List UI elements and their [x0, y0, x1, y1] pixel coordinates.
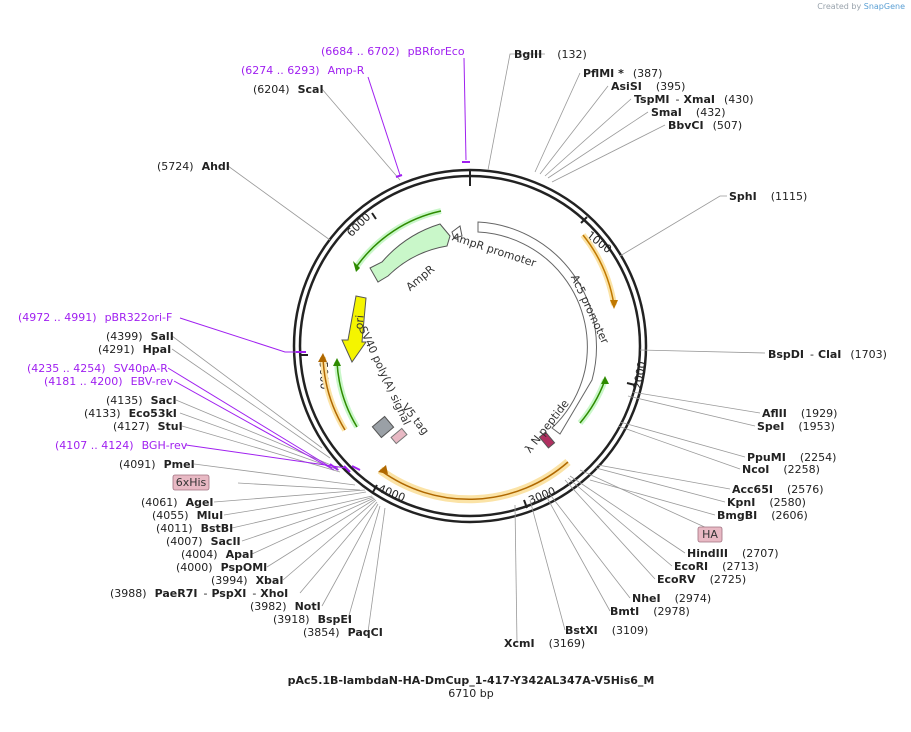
site-bstbi: (4011)BstBI: [156, 522, 233, 535]
tag-ha-label: HA: [702, 528, 718, 541]
primer-pbrforeco: (6684 .. 6702)pBRforEco: [321, 45, 465, 58]
site-nhei: NheI(2974): [632, 592, 711, 605]
site-agei: (4061)AgeI: [141, 496, 214, 509]
site-scai: (6204)ScaI: [253, 83, 324, 96]
primer-pbr322ori-f: (4972 .. 4991)pBR322ori-F: [18, 311, 172, 324]
site-noti: (3982)NotI: [250, 600, 321, 613]
site-eco53ki: (4133)Eco53kI: [84, 407, 177, 420]
site-leader-lines: [171, 53, 766, 644]
site-bglii: BglII(132): [514, 48, 587, 61]
tag-6xhis: 6xHis: [172, 474, 210, 491]
site-smai: SmaI(432): [651, 106, 726, 119]
site-hpai: (4291)HpaI: [98, 343, 171, 356]
snapgene-credit: Created by SnapGene: [817, 2, 905, 11]
site-kpni: KpnI(2580): [727, 496, 806, 509]
ori-arrow: [341, 295, 367, 364]
site-sphi: SphI(1115): [729, 190, 807, 203]
plasmid-length: 6710 bp: [448, 687, 493, 700]
tick-marks: [300, 170, 636, 509]
site-spei: SpeI(1953): [757, 420, 835, 433]
primer-ebv-rev: (4181 .. 4200)EBV-rev: [44, 375, 174, 388]
site-bspdi-clai: BspDI-ClaI(1703): [768, 348, 887, 361]
tick-6000: 6000: [344, 210, 373, 239]
plasmid-name: pAc5.1B-lambdaN-HA-DmCup_1-417-Y342AL347…: [288, 674, 655, 687]
ampr-promoter-arrow: [451, 225, 463, 239]
primer-markers: [167, 57, 470, 473]
site-paqci: (3854)PaqCI: [303, 626, 383, 639]
site-ncoi: NcoI(2258): [742, 463, 820, 476]
site-sali: (4399)SalI: [106, 330, 174, 343]
site-pmei: (4091)PmeI: [119, 458, 195, 471]
tag-6xhis-label: 6xHis: [176, 476, 207, 489]
site-bmti: BmtI(2978): [610, 605, 690, 618]
site-apai: (4004)ApaI: [181, 548, 253, 561]
lambda-n-box: [538, 431, 556, 449]
site-pflmi: PflMI *(387): [583, 67, 662, 80]
ac5-promoter-arrow: [477, 221, 597, 435]
tag-ha: HA: [697, 526, 723, 543]
primer-bgh-rev: (4107 .. 4124)BGH-rev: [55, 439, 188, 452]
site-acc65i: Acc65I(2576): [732, 483, 824, 496]
feature-ori: ori: [352, 314, 366, 329]
site-mlui: (4055)MluI: [152, 509, 223, 522]
primer-amp-r: (6274 .. 6293)Amp-R: [241, 64, 365, 77]
site-paer7i-pspxi-xhoi: (3988)PaeR7I-PspXI-XhoI: [110, 587, 288, 600]
site-ecori: EcoRI(2713): [674, 560, 759, 573]
site-aflii: AflII(1929): [762, 407, 837, 420]
site-ahdi: (5724)AhdI: [157, 160, 230, 173]
site-stui: (4127)StuI: [113, 420, 183, 433]
site-xcmi: XcmI(3169): [504, 637, 585, 650]
site-pspomi: (4000)PspOMI: [176, 561, 267, 574]
site-xbai: (3994)XbaI: [211, 574, 283, 587]
site-sacii: (4007)SacII: [166, 535, 241, 548]
site-ppumi: PpuMI(2254): [747, 451, 836, 464]
site-hindiii: HindIII(2707): [687, 547, 779, 560]
site-bmgbi: BmgBI(2606): [717, 509, 808, 522]
site-ecorv: EcoRV(2725): [657, 573, 746, 586]
site-asisi: AsiSI(395): [611, 80, 685, 93]
site-bspei: (3918)BspEI: [273, 613, 352, 626]
feature-ampr: AmpR: [404, 262, 438, 293]
features: [318, 208, 618, 504]
tick-2000: 2000: [631, 360, 649, 390]
credit-prefix: Created by: [817, 2, 862, 11]
ampr-arrow: [369, 223, 451, 283]
primer-labels: (6684 .. 6702)pBRforEco (6274 .. 6293)Am…: [18, 45, 465, 452]
site-tspmi-xmai: TspMI-XmaI(430): [634, 93, 754, 106]
sv40-polya-box: [371, 415, 395, 439]
credit-brand: SnapGene: [863, 2, 905, 11]
site-saci: (4135)SacI: [106, 394, 177, 407]
site-labels: BglII(132) PflMI *(387) AsiSI(395) TspMI…: [84, 48, 887, 650]
site-bbvci: BbvCI(507): [668, 119, 742, 132]
v5-tag-box: [390, 427, 408, 445]
primer-sv40pa-r: (4235 .. 4254)SV40pA-R: [27, 362, 168, 375]
site-bstxi: BstXI(3109): [565, 624, 648, 637]
